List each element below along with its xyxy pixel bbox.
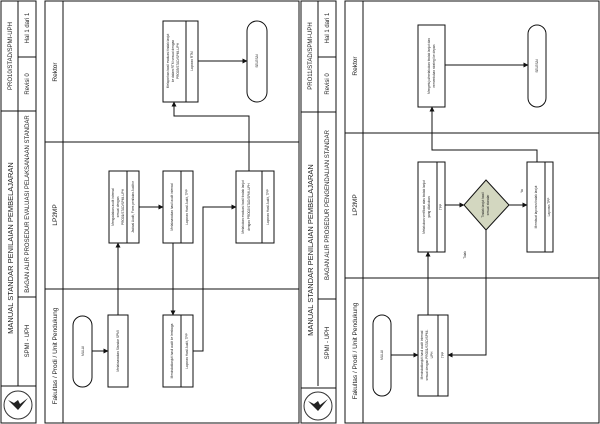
lane-lp2mp: LP2MP <box>352 194 359 215</box>
step-followup-label: Menindaklanjuti hasil audit ke lembaga <box>170 323 174 378</box>
no-label: Tidak <box>463 251 467 259</box>
end-label: SELESAI <box>255 54 259 67</box>
unit-name: SPMI - UPH <box>325 327 331 360</box>
lane-fakultas: Fakultas / Prodi / Unit Pendukung <box>352 302 359 399</box>
step-rector-label-2: menentukan strategi ke depan <box>432 44 436 87</box>
step-report-doc: Laporan Hasil Audit, TPP <box>185 189 189 225</box>
flow-arrows <box>92 58 250 354</box>
page-1: PRO10/STAD/SPMI-UPH MANUAL STANDAR PENIL… <box>0 0 300 424</box>
page-number: Hal 1 dari 1 <box>325 12 331 43</box>
step-followup-doc: TPP <box>441 352 445 358</box>
start-label: MULAI <box>380 350 384 360</box>
logo <box>303 391 333 421</box>
step-audit-label-2: sesuai dengan <box>116 196 120 217</box>
lane-rektor: Rektor <box>352 56 359 76</box>
decision-label: Tindak lanjut hasil <box>481 192 485 218</box>
step-verify-label: Melakukan verifikasi atas tindak lanjut <box>422 180 426 234</box>
page-2: PRO11/STAD/SPMI-UPH MANUAL STANDAR PENIL… <box>300 0 600 424</box>
step-followup <box>162 314 194 388</box>
doc-code: PRO11/STAD/SPMI-UPH <box>308 22 314 89</box>
yes-label: Ya <box>520 189 524 193</box>
step-audit <box>108 170 140 244</box>
step-audit-label-3: PRO01/STAD/SPMI-UPH <box>121 188 125 225</box>
step-verify-label-2: yang dilakukan <box>427 196 431 217</box>
step-verify <box>417 161 446 253</box>
step-report-doc: Laporan TPP <box>547 198 551 217</box>
step-rector <box>417 24 446 108</box>
step-rector-label-3: PRO03/STAD/SPMI-UPH <box>176 42 180 79</box>
step-rector-doc: Laporan RTM <box>190 51 194 71</box>
step-rector-label: Melaporkan hasil evaluasi tindak lanjut <box>166 34 170 89</box>
step-audit-label: Mengadakan audit internal <box>111 188 115 226</box>
start-label: MULAI <box>81 346 85 356</box>
lane-lp2mp: LP2MP <box>52 204 59 225</box>
step-verify-doc: TPP <box>439 204 443 210</box>
step-report-label: Membuat laporan tindak lanjut <box>534 186 538 229</box>
step-report <box>526 161 554 253</box>
step-execute-label: Melaksanakan Standar SPMI <box>116 330 120 371</box>
decision-label-2: sesuai standar <box>486 194 490 216</box>
step-report-label: Melaksanakan hasil audit internal <box>170 183 174 230</box>
logo <box>3 390 33 420</box>
manual-title: MANUAL STANDAR PENILAIAN PEMBELAJARAN <box>306 164 315 336</box>
lane-rektor: Rektor <box>52 62 59 82</box>
manual-title: MANUAL STANDAR PENILAIAN PEMBELAJARAN <box>6 162 15 334</box>
revision: Revisi 0 <box>25 73 31 95</box>
step-audit-doc: Jadwal Audit, Form penilaian Auditor <box>131 180 135 232</box>
lane-fakultas: Fakultas / Prodi / Unit Pendukung <box>52 307 59 404</box>
step-followup-label: Menindaklanjuti hasil audit internal <box>420 330 424 379</box>
step-followup-doc: Laporan Hasil Audit, TPP <box>185 333 189 369</box>
doc-code: PRO10/STAD/SPMI-UPH <box>8 22 14 90</box>
step-eval-label-2: dengan PRO02/STAD/SPMI-UPH <box>247 183 251 231</box>
step-eval-label: Melakukan evaluasi hasil tindak lanjut <box>241 180 245 233</box>
end-label: SELESAI <box>535 59 539 72</box>
step-rector-label: Menyetujui/melakukan tindak lanjut dan <box>427 38 431 94</box>
step-followup <box>417 314 449 397</box>
step-report <box>162 170 194 244</box>
step-eval-doc: Laporan Hasil Audit, TPP <box>266 189 270 225</box>
step-rector-label-2: ke dalam RTM sesuai dengan <box>171 40 175 83</box>
chart-title: BAGAN ALIR PROSEDUR PENGENDALIAN STANDAR <box>325 129 331 280</box>
step-followup-label-3: UPH <box>430 351 434 358</box>
unit-name: SPMI - UPH <box>25 325 31 358</box>
chart-title: BAGAN ALIR PROSEDUR EVALUASI PELAKSANAAN… <box>25 115 31 293</box>
step-followup-label-2: sesuai dengan PRO01/STAD/SPMI- <box>425 330 429 381</box>
flow-arrows <box>391 62 538 358</box>
page-number: Hal 1 dari 1 <box>25 12 31 43</box>
revision: Revisi 0 <box>325 73 331 95</box>
